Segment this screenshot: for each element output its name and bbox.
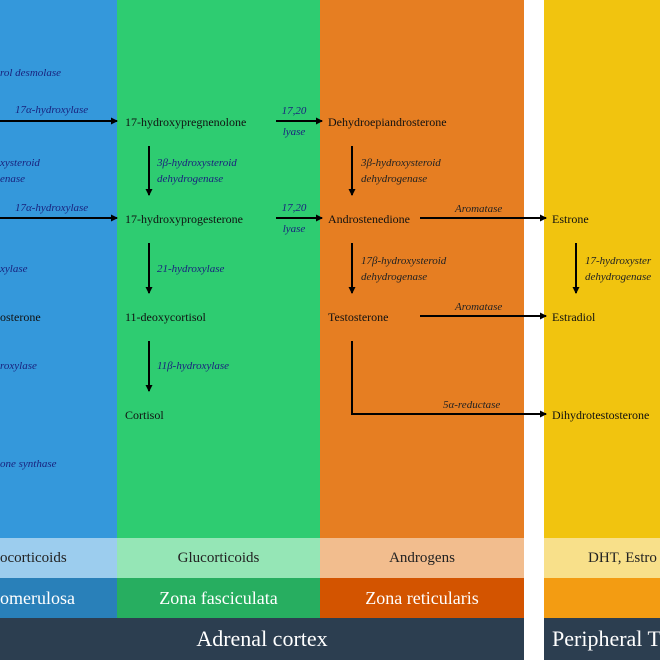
banner-adrenal-cortex: Adrenal cortex — [0, 618, 524, 660]
compound-17-hydroxyprogesterone: 17-hydroxyprogesterone — [125, 212, 243, 226]
zone-label-fasciculata: Zona fasciculata — [117, 578, 320, 618]
enzyme-21-hydroxylase: 21-hydroxylase — [157, 263, 225, 275]
enzyme-3b-hsd-glomerulosa-line2: enase — [0, 173, 26, 185]
banner-peripheral: Peripheral T — [544, 618, 660, 660]
compound-estrone: Estrone — [552, 212, 589, 226]
enzyme-aromatase-top: Aromatase — [455, 203, 503, 215]
compound-corticosterone: osterone — [0, 310, 41, 324]
column-peripheral — [544, 0, 660, 538]
enzyme-17b-hsd-line1: 17β-hydroxysteroid — [361, 255, 447, 267]
enzyme-5a-reductase: 5α-reductase — [443, 399, 501, 411]
zone-label-reticularis: Zona reticularis — [320, 578, 524, 618]
zone-label-glomerulosa: omerulosa — [0, 578, 117, 618]
class-label-fasciculata: Glucorticoids — [117, 538, 320, 578]
enzyme-11b-hydroxylase-glomerulosa: roxylase — [0, 360, 37, 372]
arrow-testosterone-to-dht — [351, 341, 547, 418]
enzyme-17a-hydroxylase-top: 17α-hydroxylase — [15, 104, 89, 116]
enzyme-3b-hsd-reticularis-line2: dehydrogenase — [361, 173, 428, 185]
compound-17-hydroxypregnenolone: 17-hydroxypregnenolone — [125, 115, 247, 129]
enzyme-17-20-lyase-mid-line1: 17,20 — [281, 202, 307, 214]
column-reticularis — [320, 0, 524, 538]
compound-dhea: Dehydroepiandrosterone — [328, 115, 447, 129]
enzyme-3b-hsd-fasciculata-line2: dehydrogenase — [157, 173, 224, 185]
compound-estradiol: Estradiol — [552, 310, 596, 324]
enzyme-17b-hsd-line2: dehydrogenase — [361, 271, 428, 283]
compound-cortisol: Cortisol — [125, 408, 164, 422]
enzyme-17-20-lyase-mid-line2: lyase — [282, 223, 306, 235]
class-label-reticularis: Androgens — [320, 538, 524, 578]
column-glomerulosa — [0, 0, 117, 538]
compound-11-deoxycortisol: 11-deoxycortisol — [125, 310, 206, 324]
column-fasciculata — [117, 0, 320, 538]
compound-testosterone: Testosterone — [328, 310, 389, 324]
enzyme-17-20-lyase-top-line2: lyase — [282, 126, 306, 138]
enzyme-desmolase: rol desmolase — [0, 67, 62, 79]
enzyme-17-hsd-peripheral-line1: 17-hydroxyster — [585, 255, 652, 267]
enzyme-17a-hydroxylase-mid: 17α-hydroxylase — [15, 202, 89, 214]
compound-androstenedione: Androstenedione — [328, 212, 410, 226]
enzyme-3b-hsd-glomerulosa-line1: xysteroid — [0, 157, 40, 169]
enzyme-11b-hydroxylase: 11β-hydroxylase — [157, 360, 230, 372]
enzyme-3b-hsd-fasciculata-line1: 3β-hydroxysteroid — [157, 157, 237, 169]
enzyme-3b-hsd-reticularis-line1: 3β-hydroxysteroid — [361, 157, 441, 169]
enzyme-17-hsd-peripheral-line2: dehydrogenase — [585, 271, 652, 283]
compound-dihydrotestosterone: Dihydrotestosterone — [552, 408, 650, 422]
zone-label-peripheral — [544, 578, 660, 618]
enzyme-17-20-lyase-top-line1: 17,20 — [281, 105, 307, 117]
class-label-glomerulosa: ocorticoids — [0, 538, 117, 578]
enzyme-aldosterone-synthase: one synthase — [0, 458, 57, 470]
enzyme-21-hydroxylase-glomerulosa: xylase — [0, 263, 28, 275]
class-label-peripheral: DHT, Estro — [544, 538, 660, 578]
enzyme-aromatase-bottom: Aromatase — [455, 301, 503, 313]
